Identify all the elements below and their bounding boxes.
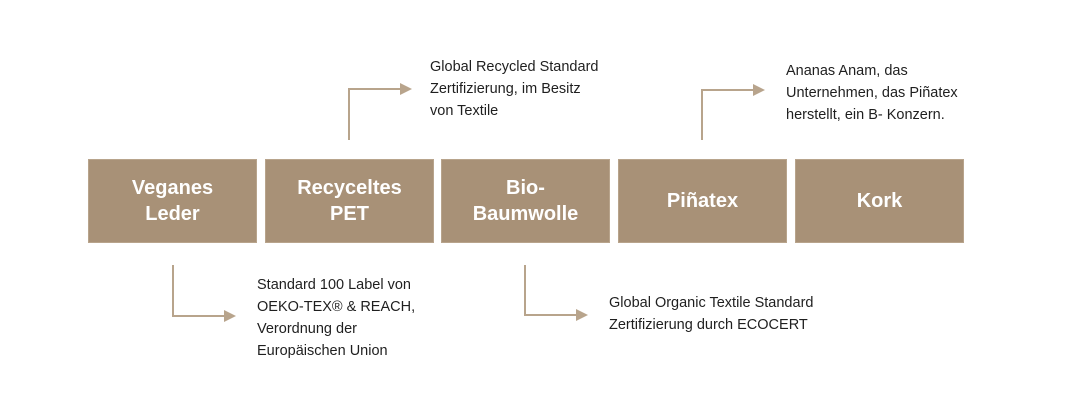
material-box-veganes-leder: Veganes Leder (88, 159, 257, 243)
material-box-pinatex: Piñatex (618, 159, 787, 243)
arrowhead-veganes-leder-icon (224, 310, 236, 322)
material-label: Bio- Baumwolle (472, 177, 579, 225)
note-bio-baumwolle: Global Organic Textile Standard Zertifiz… (609, 295, 814, 333)
note-recyceltes-pet: Global Recycled Standard Zertifizierung,… (430, 59, 599, 119)
material-box-kork: Kork (795, 159, 964, 243)
material-label: Kork (856, 190, 903, 212)
note-veganes-leder: Standard 100 Label von OEKO-TEX® & REACH… (257, 277, 416, 359)
arrowhead-bio-baumwolle-icon (576, 309, 588, 321)
arrow-pinatex-icon (701, 89, 755, 140)
material-label: Recyceltes PET (297, 177, 402, 225)
arrow-veganes-leder-icon (172, 265, 226, 317)
material-label: Veganes Leder (131, 177, 214, 225)
arrow-bio-baumwolle-icon (524, 265, 578, 316)
material-label: Piñatex (666, 190, 739, 212)
arrow-recyceltes-pet-icon (348, 88, 402, 140)
material-box-recyceltes-pet: Recyceltes PET (265, 159, 434, 243)
note-pinatex: Ananas Anam, das Unternehmen, das Piñate… (786, 63, 958, 123)
arrowhead-pinatex-icon (753, 84, 765, 96)
arrowhead-recyceltes-pet-icon (400, 83, 412, 95)
material-box-bio-baumwolle: Bio- Baumwolle (441, 159, 610, 243)
